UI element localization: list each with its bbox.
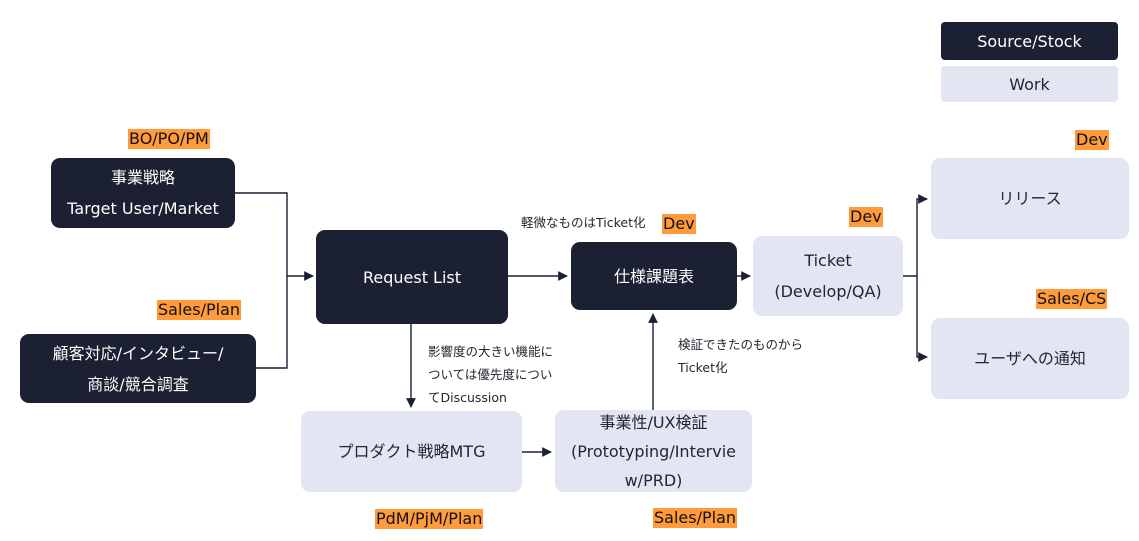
note-impact: 影響度の大きい機能に ついては優先度につい てDiscussion: [428, 340, 553, 409]
node-ticket-line1: Ticket: [804, 251, 852, 270]
node-strategy-line1: 事業戦略: [110, 168, 175, 187]
note-impact-line3: てDiscussion: [428, 390, 507, 405]
node-ticket: Ticket (Develop/QA): [753, 236, 903, 316]
node-validation: 事業性/UX検証 (Prototyping/Intervie w/PRD): [555, 410, 752, 492]
tag-dev-release: Dev: [1075, 130, 1109, 150]
tag-sales-plan-left: Sales/Plan: [157, 300, 242, 320]
legend-work-label: Work: [1009, 74, 1050, 94]
node-validation-line1: 事業性/UX検証: [599, 412, 708, 432]
tag-dev-spec: Dev: [662, 214, 696, 234]
node-customer: 顧客対応/インタビュー/ 商談/競合調査: [20, 334, 256, 403]
tag-pdm-pjm-plan: PdM/PjM/Plan: [375, 509, 484, 529]
node-user-notice: ユーザへの通知: [931, 318, 1129, 399]
node-product-mtg-label: プロダクト戦略MTG: [337, 442, 486, 461]
tag-sales-cs: Sales/CS: [1036, 289, 1108, 309]
connector-ticket-to-outputs: [903, 194, 928, 277]
node-request-list: Request List: [316, 230, 508, 324]
node-customer-line2: 商談/競合調査: [87, 374, 189, 394]
tag-dev-ticket: Dev: [849, 207, 883, 227]
node-request-list-label: Request List: [362, 267, 462, 287]
connector-customer-to-request: [256, 276, 288, 369]
connector-ticket-to-notice: [916, 276, 928, 362]
node-product-mtg: プロダクト戦略MTG: [301, 411, 522, 492]
legend-source-stock-label: Source/Stock: [977, 31, 1082, 51]
node-release: リリース: [931, 158, 1129, 239]
note-verified: 検証できたのものから Ticket化: [678, 333, 803, 379]
node-release-label: リリース: [998, 189, 1062, 208]
node-spec-issues: 仕様課題表: [571, 242, 737, 310]
tag-bo-po-pm: BO/PO/PM: [128, 129, 210, 149]
legend-source-stock: Source/Stock: [941, 22, 1118, 60]
node-user-notice-label: ユーザへの通知: [974, 349, 1086, 368]
tag-sales-plan-bottom: Sales/Plan: [653, 508, 738, 528]
note-impact-line1: 影響度の大きい機能に: [428, 344, 554, 359]
node-customer-line1: 顧客対応/インタビュー/: [52, 343, 224, 363]
note-minor-ticket: 軽微なものはTicket化: [521, 215, 646, 230]
legend-work: Work: [941, 66, 1118, 102]
node-ticket-line2: (Develop/QA): [774, 282, 882, 301]
node-strategy: 事業戦略 Target User/Market: [51, 158, 235, 228]
note-verified-line1: 検証できたのものから: [678, 337, 804, 352]
connector-strategy-to-request: [235, 192, 314, 281]
node-validation-line2: (Prototyping/Intervie: [570, 441, 737, 461]
node-spec-issues-label: 仕様課題表: [613, 266, 694, 286]
node-strategy-line2: Target User/Market: [67, 199, 219, 218]
note-impact-line2: ついては優先度につい: [428, 367, 553, 382]
note-verified-line2: Ticket化: [678, 360, 728, 375]
node-validation-line3: w/PRD): [624, 470, 683, 490]
